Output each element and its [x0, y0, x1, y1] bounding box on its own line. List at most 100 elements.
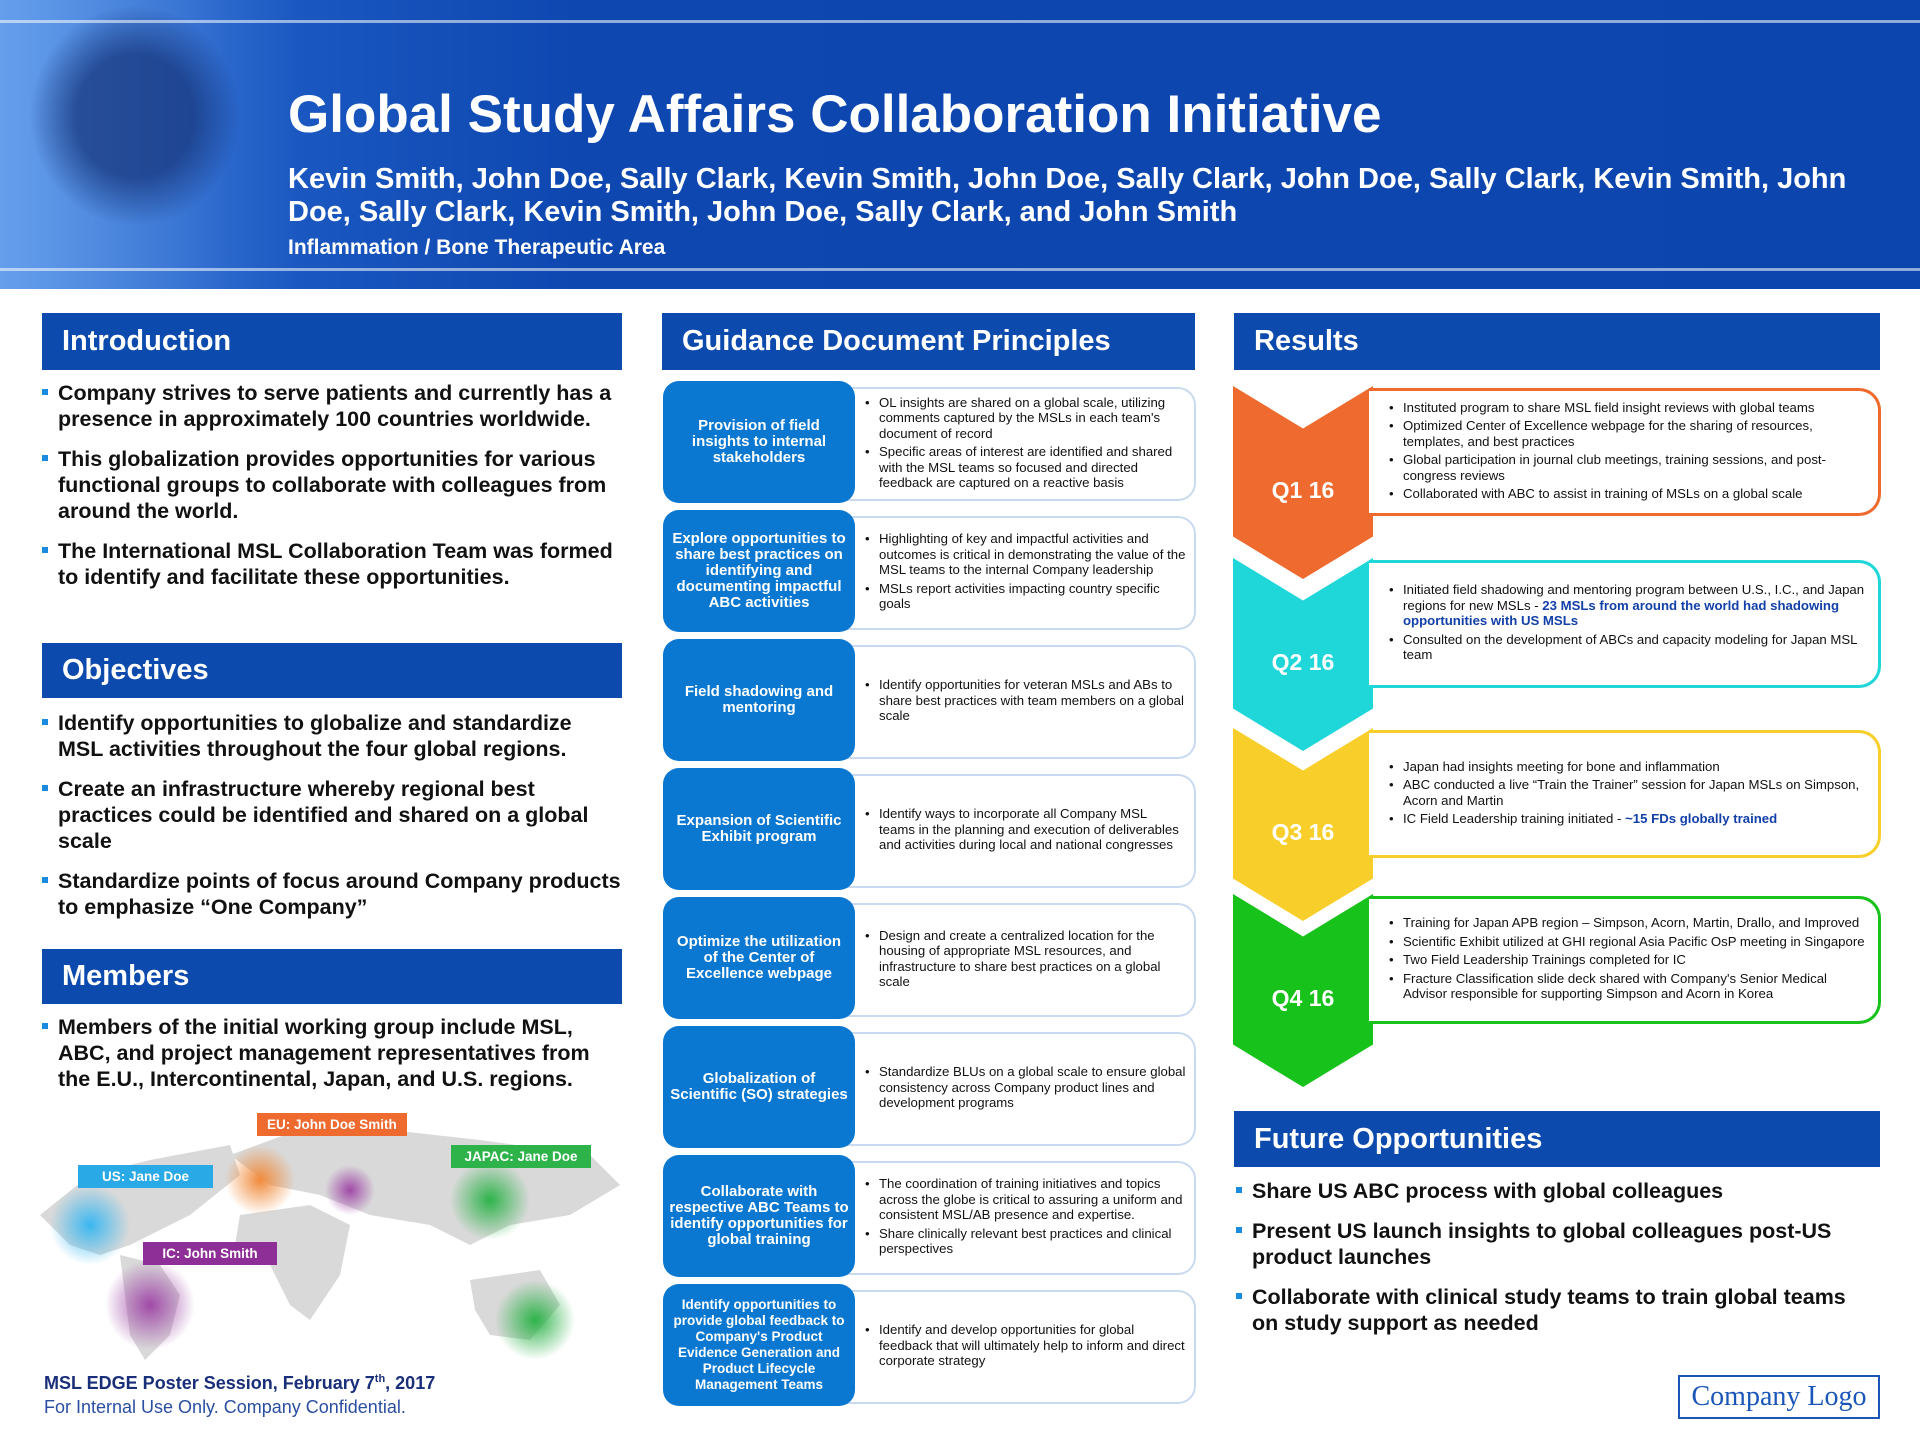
list-item: Optimized Center of Excellence webpage f…: [1389, 418, 1868, 449]
guidance-row: Provision of field insights to internal …: [663, 381, 1196, 503]
principle-title: Field shadowing and mentoring: [663, 639, 855, 761]
bullet-text: ABC conducted a live “Train the Trainer”…: [1403, 777, 1860, 808]
list-item: Members of the initial working group inc…: [42, 1014, 622, 1092]
bullet-text: Instituted program to share MSL field in…: [1403, 399, 1815, 415]
session-sup: th: [374, 1373, 386, 1385]
list-item: Share clinically relevant best practices…: [865, 1226, 1186, 1257]
confidential-notice: For Internal Use Only. Company Confident…: [44, 1397, 406, 1417]
session-text: MSL EDGE Poster Session, February 7: [44, 1373, 375, 1393]
list-item: OL insights are shared on a global scale…: [865, 395, 1186, 442]
list-item: Create an infrastructure whereby regiona…: [42, 776, 622, 854]
world-map: EU: John Doe Smith US: Jane Doe JAPAC: J…: [30, 1105, 650, 1365]
session-year: , 2017: [385, 1373, 436, 1393]
highlight-text: ~15 FDs globally trained: [1625, 811, 1778, 826]
poster-authors: Kevin Smith, John Doe, Sally Clark, Kevi…: [288, 163, 1847, 228]
principle-title: Globalization of Scientific (SO) strateg…: [663, 1026, 855, 1148]
principle-details: OL insights are shared on a global scale…: [843, 387, 1196, 501]
guidance-row: Globalization of Scientific (SO) strateg…: [663, 1026, 1196, 1148]
list-item: Collaborate with clinical study teams to…: [1236, 1284, 1876, 1336]
japac-region-tag: JAPAC: Jane Doe: [451, 1145, 591, 1168]
principle-details: Standardize BLUs on a global scale to en…: [843, 1032, 1196, 1146]
list-item: The coordination of training initiatives…: [865, 1176, 1186, 1223]
highlight-text: 23 MSLs from around the world had shadow…: [1403, 597, 1840, 629]
list-item: Consulted on the development of ABCs and…: [1389, 632, 1868, 663]
eu-region-tag: EU: John Doe Smith: [257, 1113, 407, 1136]
principle-title: Optimize the utilization of the Center o…: [663, 897, 855, 1019]
list-item: MSLs report activities impacting country…: [865, 581, 1186, 612]
list-item: Specific areas of interest are identifie…: [865, 444, 1186, 491]
quarter-chevron: Q2 16: [1233, 558, 1373, 751]
list-item: Highlighting of key and impactful activi…: [865, 531, 1186, 578]
quarter-chevron: Q1 16: [1233, 386, 1373, 579]
objectives-list: Identify opportunities to globalize and …: [42, 710, 622, 934]
principle-details: Identify ways to incorporate all Company…: [843, 774, 1196, 888]
bullet-text: Scientific Exhibit utilized at GHI regio…: [1403, 933, 1865, 949]
list-item: ABC conducted a live “Train the Trainer”…: [1389, 777, 1868, 808]
list-item: Training for Japan APB region – Simpson,…: [1389, 915, 1868, 931]
objectives-heading: Objectives: [42, 643, 622, 698]
bullet-text: Japan had insights meeting for bone and …: [1403, 758, 1720, 774]
future-opportunities-list: Share US ABC process with global colleag…: [1236, 1178, 1876, 1350]
ic-region-tag: IC: John Smith: [143, 1242, 277, 1265]
results-heading: Results: [1234, 313, 1880, 370]
quarter-details: Instituted program to share MSL field in…: [1369, 388, 1881, 516]
quarter-chevron: Q4 16: [1233, 894, 1373, 1087]
bullet-text: Initiated field shadowing and mentoring …: [1403, 582, 1865, 613]
bullet-text: Training for Japan APB region – Simpson,…: [1403, 915, 1860, 931]
bullet-text: Fracture Classification slide deck share…: [1403, 970, 1827, 1002]
list-item: Company strives to serve patients and cu…: [42, 380, 622, 432]
principle-details: Identify and develop opportunities for g…: [843, 1290, 1196, 1404]
list-item: IC Field Leadership training initiated -…: [1389, 811, 1868, 827]
list-item: Global participation in journal club mee…: [1389, 452, 1868, 483]
guidance-row: Collaborate with respective ABC Teams to…: [663, 1155, 1196, 1277]
list-item: Design and create a centralized location…: [865, 928, 1186, 990]
members-list: Members of the initial working group inc…: [42, 1014, 622, 1106]
list-item: Initiated field shadowing and mentoring …: [1389, 582, 1868, 629]
us-region-tag: US: Jane Doe: [78, 1165, 213, 1188]
quarter-details: Japan had insights meeting for bone and …: [1369, 730, 1881, 858]
list-item: Fracture Classification slide deck share…: [1389, 971, 1868, 1002]
bullet-text: Two Field Leadership Trainings completed…: [1403, 952, 1686, 968]
guidance-row: Explore opportunities to share best prac…: [663, 510, 1196, 632]
guidance-heading: Guidance Document Principles: [662, 313, 1195, 370]
list-item: This globalization provides opportunitie…: [42, 446, 622, 524]
introduction-list: Company strives to serve patients and cu…: [42, 380, 622, 604]
future-opportunities-heading: Future Opportunities: [1234, 1111, 1880, 1167]
list-item: Share US ABC process with global colleag…: [1236, 1178, 1876, 1204]
principle-bullets: Identify ways to incorporate all Company…: [865, 806, 1186, 856]
principle-bullets: Standardize BLUs on a global scale to en…: [865, 1064, 1186, 1114]
principle-bullets: Identify and develop opportunities for g…: [865, 1322, 1186, 1372]
bullet-text: Optimized Center of Excellence webpage f…: [1403, 418, 1813, 449]
principle-bullets: Design and create a centralized location…: [865, 928, 1186, 993]
principle-title: Identify opportunities to provide global…: [663, 1284, 855, 1406]
header-divider: [0, 20, 1920, 23]
introduction-heading: Introduction: [42, 313, 622, 370]
quarter-details: Initiated field shadowing and mentoring …: [1369, 560, 1881, 688]
quarter-bullets: Initiated field shadowing and mentoring …: [1389, 582, 1868, 666]
poster-header: Global Study Affairs Collaboration Initi…: [0, 0, 1920, 289]
world-map-graphic: [40, 1130, 620, 1360]
principle-title: Collaborate with respective ABC Teams to…: [663, 1155, 855, 1277]
quarter-bullets: Instituted program to share MSL field in…: [1389, 400, 1868, 505]
principle-bullets: The coordination of training initiatives…: [865, 1176, 1186, 1260]
members-heading: Members: [42, 949, 622, 1004]
list-item: Scientific Exhibit utilized at GHI regio…: [1389, 934, 1868, 950]
list-item: Collaborated with ABC to assist in train…: [1389, 486, 1868, 502]
poster-title: Global Study Affairs Collaboration Initi…: [288, 85, 1382, 144]
quarter-chevron: Q3 16: [1233, 728, 1373, 921]
list-item: Instituted program to share MSL field in…: [1389, 400, 1868, 416]
list-item: Present US launch insights to global col…: [1236, 1218, 1876, 1270]
quarter-bullets: Training for Japan APB region – Simpson,…: [1389, 915, 1868, 1005]
list-item: Identify and develop opportunities for g…: [865, 1322, 1186, 1369]
list-item: Two Field Leadership Trainings completed…: [1389, 952, 1868, 968]
header-photo: [0, 0, 300, 289]
list-item: Identify opportunities for veteran MSLs …: [865, 677, 1186, 724]
principle-details: Highlighting of key and impactful activi…: [843, 516, 1196, 630]
therapeutic-area: Inflammation / Bone Therapeutic Area: [288, 236, 666, 259]
company-logo: Company Logo: [1678, 1375, 1880, 1419]
guidance-row: Identify opportunities to provide global…: [663, 1284, 1196, 1406]
principle-details: The coordination of training initiatives…: [843, 1161, 1196, 1275]
principle-details: Identify opportunities for veteran MSLs …: [843, 645, 1196, 759]
quarter-details: Training for Japan APB region – Simpson,…: [1369, 896, 1881, 1024]
quarter-bullets: Japan had insights meeting for bone and …: [1389, 759, 1868, 830]
